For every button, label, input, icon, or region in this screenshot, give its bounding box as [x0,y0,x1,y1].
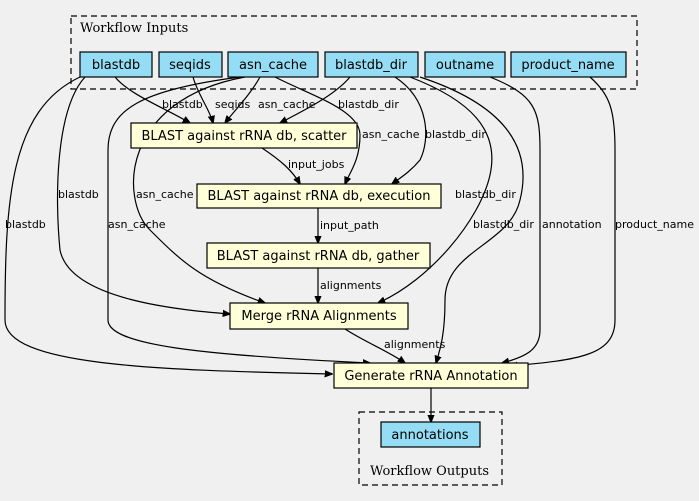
input-label-outname: outname [436,58,494,73]
edge-asn-merge [133,76,265,303]
edge-asn-generate [107,76,370,363]
step-node-merge[interactable]: Merge rRNA Alignments [229,302,409,330]
edge-blastdb-scatter [114,76,190,123]
workflow-outputs-label: Workflow Outputs [370,464,489,479]
edge-blastdb-merge [56,76,230,314]
edge-seqids-scatter [192,76,213,123]
input-node-outname[interactable]: outname [424,51,506,78]
edge-label-blastdb-generate: blastdb [5,218,46,231]
step-node-generate[interactable]: Generate rRNA Annotation [333,362,529,389]
input-label-blastdb-dir: blastdb_dir [335,58,408,73]
edge-label-asn-exec: asn_cache [362,128,420,141]
step-label-execution: BLAST against rRNA db, execution [208,189,431,204]
edge-label-asn-scatter: asn_cache [258,98,316,111]
edge-label-outname-generate: annotation [542,218,602,231]
edge-label-exec-gather: input_path [320,219,379,232]
input-node-asn-cache[interactable]: asn_cache [227,51,319,78]
step-label-generate: Generate rRNA Annotation [344,369,517,384]
edges [4,76,616,422]
edge-merge-generate [344,328,405,363]
output-nodes: annotations [380,421,481,448]
edge-label-scatter-exec: input_jobs [288,158,345,171]
output-label-annotations: annotations [391,428,468,443]
edge-label-asn-merge: asn_cache [136,188,194,201]
step-node-gather[interactable]: BLAST against rRNA db, gather [206,242,431,269]
step-nodes: BLAST against rRNA db, scatter BLAST aga… [130,122,529,389]
edge-label-dir-generate: blastdb_dir [473,218,534,231]
edge-asn-scatter [225,76,261,123]
edge-label-seqids-scatter: seqids [215,98,251,111]
input-node-seqids[interactable]: seqids [158,51,223,78]
input-label-product-name: product_name [521,58,614,73]
step-label-merge: Merge rRNA Alignments [241,309,396,324]
edge-blastdb-generate [4,76,332,374]
input-node-blastdb-dir[interactable]: blastdb_dir [324,51,419,78]
edge-product-generate [510,76,616,366]
step-node-execution[interactable]: BLAST against rRNA db, execution [196,183,442,209]
edge-dir-exec [392,76,427,184]
edge-asn-exec [274,76,361,184]
workflow-inputs-label: Workflow Inputs [80,21,188,36]
step-label-scatter: BLAST against rRNA db, scatter [141,129,347,144]
edge-scatter-exec [261,147,300,184]
input-label-blastdb: blastdb [92,58,140,73]
step-label-gather: BLAST against rRNA db, gather [217,249,420,264]
edge-label-merge-generate: alignments [384,338,446,351]
edge-label-blastdb-scatter: blastdb [162,98,203,111]
edge-outname-generate [489,76,541,363]
edge-label-dir-scatter: blastdb_dir [338,98,399,111]
edge-dir-scatter [280,76,351,123]
edge-label-dir-exec: blastdb_dir [425,128,486,141]
input-label-seqids: seqids [169,58,211,73]
edge-label-product-generate: product_name [615,218,694,231]
input-nodes: blastdb seqids asn_cache blastdb_dir out… [79,51,627,78]
workflow-inputs-cluster [70,15,638,90]
edge-label-asn-generate: asn_cache [108,218,166,231]
edge-labels: blastdb seqids asn_cache blastdb_dir asn… [5,98,694,351]
input-label-asn-cache: asn_cache [239,58,307,73]
edge-label-blastdb-merge: blastdb [58,188,99,201]
edge-label-dir-merge: blastdb_dir [455,188,516,201]
input-node-blastdb[interactable]: blastdb [79,51,153,78]
edge-dir-merge [378,76,493,303]
edge-dir-generate [419,76,524,363]
output-node-annotations[interactable]: annotations [380,421,481,448]
input-node-product-name[interactable]: product_name [510,51,627,78]
edge-label-gather-merge: alignments [320,279,382,292]
step-node-scatter[interactable]: BLAST against rRNA db, scatter [130,122,358,149]
